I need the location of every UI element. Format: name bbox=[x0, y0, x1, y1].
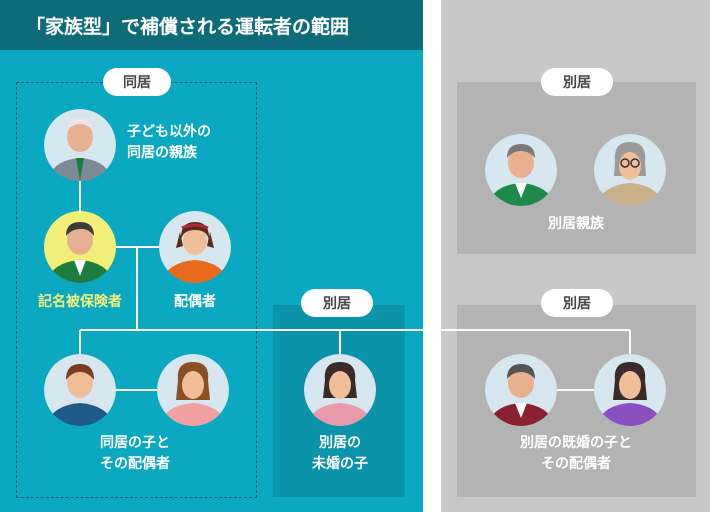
page-title: 「家族型」で補償される運転者の範囲 bbox=[26, 15, 350, 38]
other-relative-avatar bbox=[44, 109, 116, 181]
cohabit-child-label: 同居の子と その配偶者 bbox=[100, 435, 170, 472]
married-child-avatar bbox=[485, 354, 557, 426]
spouse-label: 配偶者 bbox=[174, 294, 216, 310]
cohabit-child-spouse-avatar bbox=[157, 354, 229, 426]
title-bar: 「家族型」で補償される運転者の範囲 bbox=[0, 0, 423, 50]
separate-child-pill: 別居 bbox=[301, 289, 373, 317]
unmarried-child-avatar bbox=[304, 354, 376, 426]
insured-avatar bbox=[44, 211, 116, 283]
spouse-avatar bbox=[159, 211, 231, 283]
unmarried-child-label: 別居の 未婚の子 bbox=[312, 435, 368, 472]
connector-lines bbox=[79, 181, 631, 391]
other-relatives-label: 子ども以外の 同居の親族 bbox=[127, 124, 211, 161]
separate-relative-man-avatar bbox=[485, 134, 557, 206]
married-child-spouse-avatar bbox=[594, 354, 666, 426]
cohabit-pill: 同居 bbox=[103, 68, 171, 96]
cohabit-child-avatar bbox=[44, 354, 116, 426]
separate-relatives-pill: 別居 bbox=[541, 68, 613, 96]
separate-relative-woman-avatar bbox=[594, 134, 666, 206]
married-child-label: 別居の既婚の子と その配偶者 bbox=[520, 435, 632, 472]
separate-married-pill: 別居 bbox=[541, 289, 613, 317]
insured-label: 記名被保険者 bbox=[38, 294, 122, 310]
separate-relatives-label: 別居親族 bbox=[548, 216, 604, 232]
